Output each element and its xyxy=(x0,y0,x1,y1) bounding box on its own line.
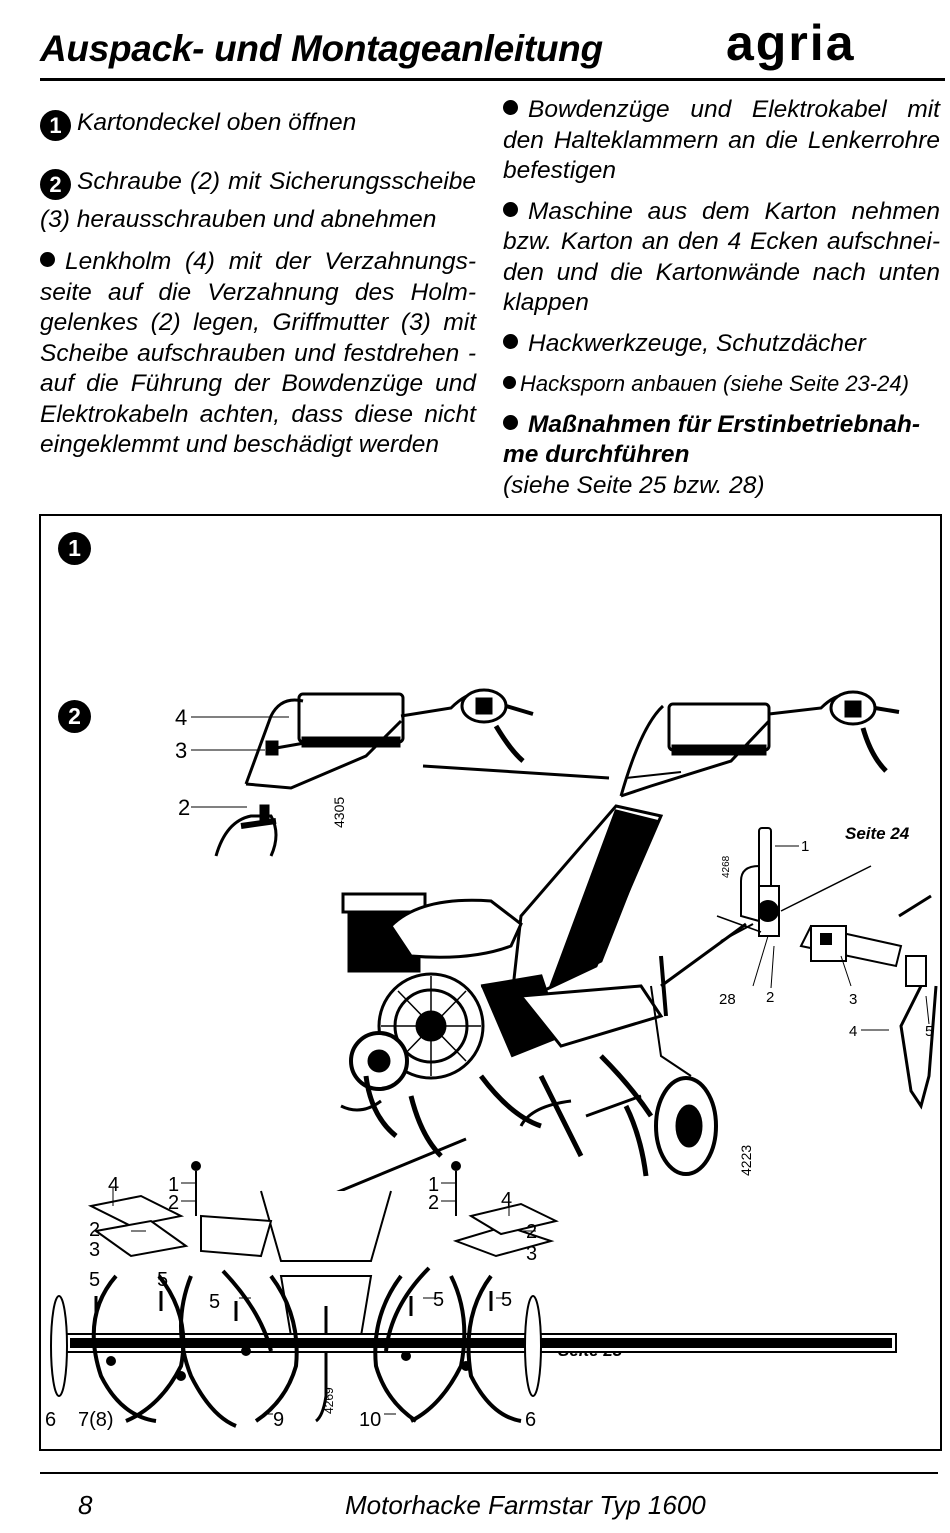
footer-rule xyxy=(40,1472,938,1474)
bullet-dot-icon xyxy=(503,201,518,217)
callout-label: 5 xyxy=(925,1023,933,1040)
callout-label: 2 xyxy=(178,795,190,820)
callout-label: 5 xyxy=(433,1289,444,1311)
callout-label: 5 xyxy=(89,1269,100,1291)
leader-line xyxy=(422,764,610,780)
bullet-dot-icon xyxy=(503,333,518,349)
callout-label: 1 xyxy=(801,838,809,855)
callout-label: 2 xyxy=(766,989,774,1006)
leader-line xyxy=(315,1137,467,1203)
instructions-right-column: Bowdenzüge und Elektrokabel mit den Halt… xyxy=(503,95,940,501)
callout-label: 2 xyxy=(526,1221,537,1243)
instruction-bullet: Lenkholm (4) mit der Verzahnungs-seite a… xyxy=(40,247,476,461)
handlebar-callout-labels: 4 3 2 xyxy=(175,705,190,820)
instruction-bullet: Maßnahmen für Erstinbetriebnah-me durchf… xyxy=(503,410,940,502)
assembly-figure: 1 2 Seite 24 Seite 23 4 3 2 xyxy=(39,514,942,1451)
callout-label: 3 xyxy=(89,1239,100,1261)
brand-logo: agria xyxy=(726,15,856,71)
instruction-bullet: Hacksporn anbauen (siehe Seite 23-24) xyxy=(503,369,940,400)
step-2-number-icon: 2 xyxy=(40,169,71,200)
handlebar-callouts xyxy=(191,716,289,808)
instruction-bullet: Maschine aus dem Karton nehmen bzw. Kart… xyxy=(503,197,940,319)
callout-label: 28 xyxy=(719,991,736,1008)
callout-label: 3 xyxy=(175,738,187,763)
tiller-machine xyxy=(340,690,900,1177)
leader-line xyxy=(660,922,747,988)
assembly-illustration: 4 3 2 4305 xyxy=(45,688,938,1431)
callout-label: 7(8) xyxy=(78,1409,114,1431)
instruction-bullet-text: Hacksporn anbauen (siehe Seite 23-24) xyxy=(520,371,909,396)
drawing-number: 4268 xyxy=(721,855,732,878)
callout-label: 4 xyxy=(501,1189,512,1211)
tine-assembly xyxy=(50,1161,897,1428)
instruction-bullet: Hackwerkzeuge, Schutzdächer xyxy=(503,329,940,360)
step-1-number-icon: 1 xyxy=(40,110,71,141)
callout-label: 10 xyxy=(359,1409,381,1431)
callout-label: 2 xyxy=(428,1192,439,1214)
page-reference: (siehe Seite 25 bzw. 28) xyxy=(503,471,765,499)
bullet-dot-icon xyxy=(40,252,55,267)
step-1-text: Kartondeckel oben öffnen xyxy=(77,109,357,136)
callout-label: 4 xyxy=(849,1023,857,1040)
callout-label: 5 xyxy=(501,1289,512,1311)
bullet-dot-icon xyxy=(503,376,516,389)
bullet-dot-icon xyxy=(503,414,518,430)
instruction-bullet-text: Bowdenzüge und Elektrokabel mit den Halt… xyxy=(503,96,940,184)
drawing-number: 4269 xyxy=(322,1387,336,1414)
callout-label: 6 xyxy=(525,1409,536,1431)
callout-label: 9 xyxy=(273,1409,284,1431)
callout-label: 1 xyxy=(168,1174,179,1196)
instruction-bullet-text: Maschine aus dem Karton nehmen bzw. Kart… xyxy=(503,197,940,317)
page-number: 8 xyxy=(78,1490,93,1520)
bullet-dot-icon xyxy=(503,100,518,115)
hacksporn-callout-labels: 1 28 2 3 4 5 xyxy=(719,838,933,1040)
product-name: Motorhacke Farmstar Typ 1600 xyxy=(345,1490,706,1520)
header-rule xyxy=(40,78,945,81)
handlebar-detail xyxy=(214,688,534,857)
drawing-number: 4223 xyxy=(738,1145,754,1176)
hacksporn-detail xyxy=(716,827,938,1110)
tine-callouts xyxy=(112,1182,536,1415)
callout-label: 2 xyxy=(89,1219,100,1241)
seite-24-label: Seite 24 xyxy=(845,824,910,843)
callout-label: 4 xyxy=(108,1174,119,1196)
instruction-bullet-text: Hackwerkzeuge, Schutzdächer xyxy=(528,329,866,357)
callout-label: 5 xyxy=(209,1291,220,1313)
callout-label: 2 xyxy=(168,1192,179,1214)
step-2-text: Schraube (2) mit Sicherungsscheibe (3) h… xyxy=(40,168,476,233)
instruction-bullet-bold-text: Maßnahmen für Erstinbetriebnah-me durchf… xyxy=(503,410,921,469)
callout-label: 6 xyxy=(45,1409,56,1431)
figure-marker-2: 2 xyxy=(58,700,91,733)
tine-callout-labels: 1 2 4 2 3 5 5 5 6 7(8) 9 1 2 4 2 3 5 5 1… xyxy=(45,1174,537,1431)
instruction-bullet-text: Lenkholm (4) mit der Verzahnungs-seite a… xyxy=(40,248,476,458)
callout-label: 4 xyxy=(175,705,187,730)
figure-marker-1: 1 xyxy=(58,532,91,565)
callout-label: 3 xyxy=(849,991,857,1008)
hacksporn-callouts xyxy=(752,845,930,1031)
callout-label: 3 xyxy=(526,1243,537,1265)
page-title: Auspack- und Montageanleitung xyxy=(40,28,603,69)
callout-label: 1 xyxy=(428,1174,439,1196)
callout-label: 5 xyxy=(157,1269,168,1291)
instruction-bullet: Bowdenzüge und Elektrokabel mit den Halt… xyxy=(503,95,940,187)
drawing-number: 4305 xyxy=(331,797,347,828)
